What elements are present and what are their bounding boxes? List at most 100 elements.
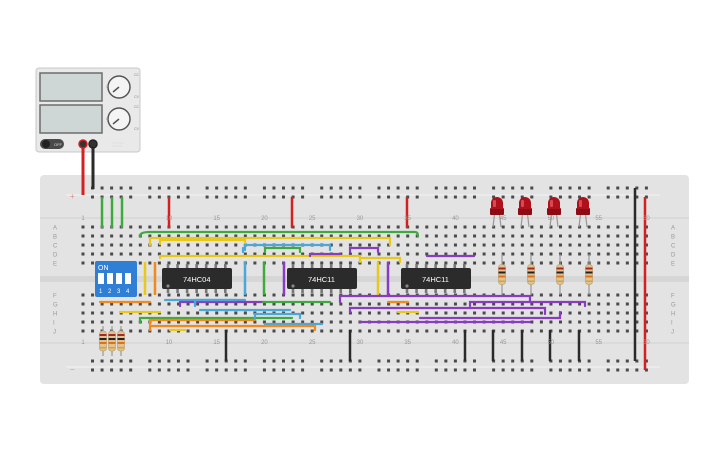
rail-hole — [549, 368, 553, 372]
hole — [243, 302, 247, 306]
rail-hole — [473, 186, 476, 190]
hole — [129, 320, 133, 324]
hole — [348, 243, 352, 247]
hole — [320, 320, 324, 324]
hole — [530, 243, 534, 247]
hole — [539, 225, 543, 229]
hole — [606, 243, 610, 247]
led-dome — [491, 197, 503, 209]
hole — [205, 261, 209, 265]
hole — [368, 234, 371, 238]
hole — [644, 234, 648, 238]
rail-hole — [272, 195, 276, 199]
hole — [167, 329, 171, 333]
column-number: 1 — [81, 216, 85, 222]
dip-toggle-3[interactable] — [116, 273, 122, 284]
positive-terminal[interactable] — [78, 139, 88, 149]
hole — [329, 302, 333, 306]
hole — [148, 234, 152, 238]
hole — [578, 243, 582, 247]
rail-hole — [377, 195, 381, 199]
hole — [368, 261, 371, 265]
hole — [320, 302, 324, 306]
hole — [568, 293, 572, 297]
hole — [625, 293, 629, 297]
resistor-band — [99, 338, 107, 340]
chip-74hc11-first[interactable]: 74HC11 — [287, 268, 357, 289]
hole — [511, 225, 515, 229]
rail-hole — [215, 186, 219, 190]
dip-switch[interactable]: ON 1 2 3 4 — [95, 261, 137, 297]
column-number: 50 — [548, 340, 555, 346]
rail-hole — [358, 186, 362, 190]
top-wires[interactable] — [138, 230, 476, 264]
hole — [492, 243, 496, 247]
hole — [119, 302, 123, 306]
hole — [291, 293, 295, 297]
hole — [186, 293, 190, 297]
hole — [463, 243, 467, 247]
resistor-band — [117, 334, 125, 336]
hole — [301, 234, 305, 238]
dip-toggle-2[interactable] — [107, 273, 113, 284]
bottom-wires[interactable] — [98, 294, 587, 332]
hole — [91, 329, 95, 333]
hole — [606, 225, 610, 229]
resistor-band — [527, 267, 535, 270]
hole — [81, 311, 85, 315]
rail-hole — [587, 195, 591, 199]
hole — [129, 302, 133, 306]
rail-hole — [492, 186, 496, 190]
rail-hole — [157, 195, 161, 199]
hole — [368, 302, 371, 306]
hole — [253, 234, 257, 238]
hole — [205, 243, 209, 247]
rail-hole — [501, 195, 505, 199]
hole — [568, 329, 572, 333]
rail-hole — [234, 359, 238, 363]
hole — [282, 320, 286, 324]
hole — [301, 293, 305, 297]
rail-hole — [329, 195, 333, 199]
hole — [453, 243, 457, 247]
dip-toggle-4[interactable] — [125, 273, 131, 284]
hole — [482, 329, 486, 333]
chip-pin — [415, 264, 418, 268]
dip-toggle-1[interactable] — [98, 273, 104, 284]
rail-hole — [262, 368, 266, 372]
vertical-jumpers[interactable] — [100, 188, 647, 370]
hole — [635, 261, 639, 265]
column-number: 30 — [357, 216, 364, 222]
hole — [539, 234, 543, 238]
hole — [501, 234, 505, 238]
hole — [616, 293, 620, 297]
hole — [463, 225, 467, 229]
center-channel — [40, 276, 689, 282]
hole — [415, 252, 419, 256]
rail-hole — [205, 195, 209, 199]
hole — [453, 311, 457, 315]
rail-hole — [358, 359, 362, 363]
resistor-band — [108, 347, 116, 349]
rail-hole — [377, 368, 381, 372]
hole — [272, 234, 276, 238]
hole — [530, 329, 534, 333]
rail-hole — [205, 359, 209, 363]
rail-hole — [100, 186, 104, 190]
rail-hole — [558, 359, 562, 363]
power-supply[interactable]: CC CV V CC CV A OFF — [35, 67, 141, 153]
rail-hole — [644, 186, 648, 190]
hole — [377, 311, 381, 315]
chip-74hc04[interactable]: 74HC04 — [162, 268, 232, 289]
hole — [81, 225, 85, 229]
hole — [425, 261, 429, 265]
hole — [339, 329, 343, 333]
hole — [348, 261, 352, 265]
hole — [644, 243, 648, 247]
rail-hole — [492, 195, 496, 199]
chip-74hc11-second[interactable]: 74HC11 — [401, 268, 471, 289]
negative-terminal[interactable] — [88, 139, 98, 149]
rail-hole — [110, 368, 114, 372]
hole — [224, 243, 228, 247]
resistor-band — [556, 267, 564, 270]
